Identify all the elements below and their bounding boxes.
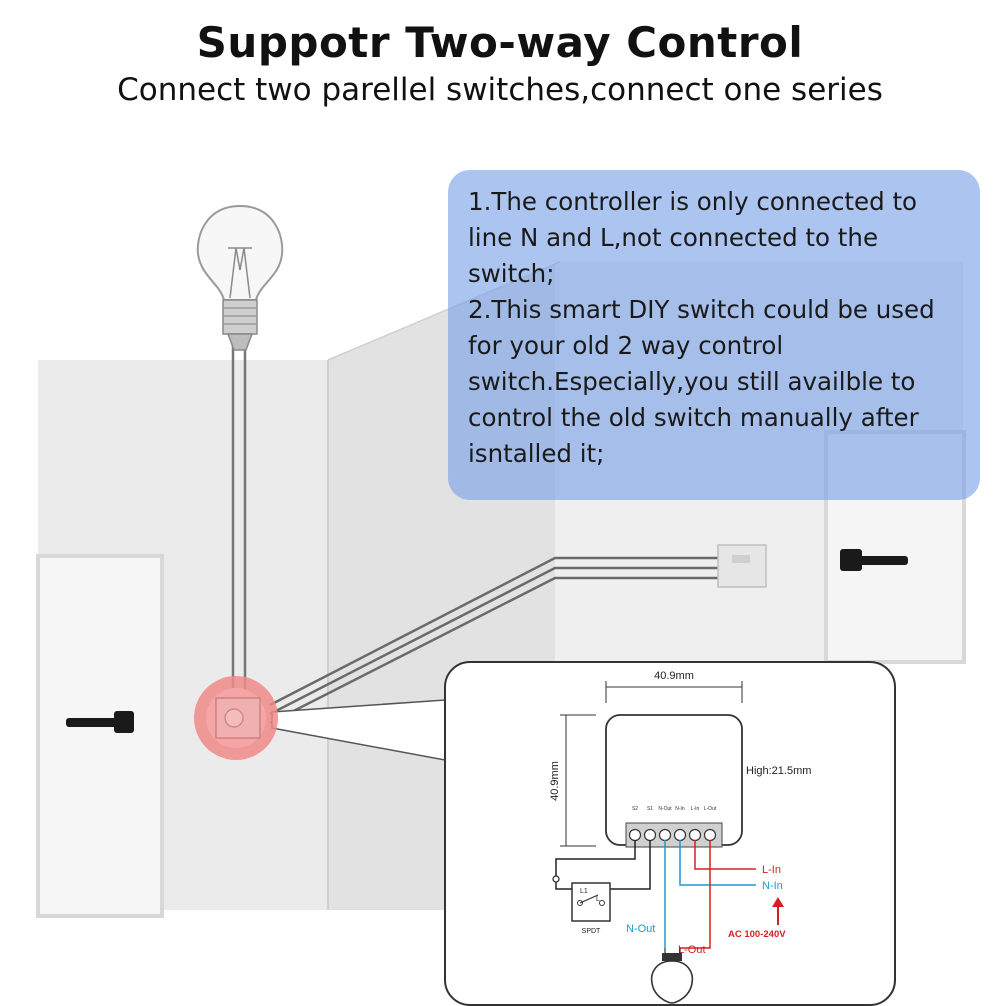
page-subtitle: Connect two parellel switches,connect on…	[117, 72, 883, 108]
width-label: 40.9mm	[654, 670, 694, 682]
ac-voltage-label: AC 100-240V	[728, 929, 786, 940]
l-out-label: L-Out	[678, 944, 706, 956]
info-note: 1.The controller is only connected to li…	[448, 170, 980, 500]
wall-switch	[717, 544, 767, 588]
spdt-l1: L1	[580, 888, 588, 895]
bulb-wire	[231, 345, 247, 690]
light-bulb-icon	[196, 204, 284, 351]
terminal-l-out: L-Out	[704, 806, 717, 812]
switch-wires	[269, 556, 720, 725]
depth-label: High:21.5mm	[746, 765, 811, 777]
n-out-label: N-Out	[626, 923, 655, 935]
terminal-n-in: N-In	[675, 806, 685, 812]
n-in-label: N-In	[762, 880, 783, 892]
right-door-handle	[840, 549, 908, 571]
wiring-diagram-panel: 40.9mm 40.9mm High:21.5mm S2 S1 N-Out N-…	[444, 661, 896, 1006]
note-line-1: 1.The controller is only connected to li…	[468, 187, 918, 288]
ac-arrow-icon	[772, 897, 784, 925]
note-line-2: 2.This smart DIY switch could be used fo…	[468, 295, 935, 468]
left-door-handle	[66, 711, 134, 733]
terminal-n-out: N-Out	[658, 806, 672, 812]
left-door	[36, 554, 164, 918]
terminal-s2: S2	[632, 806, 638, 812]
terminal-s1: S1	[647, 806, 653, 812]
terminal-l-in: L-In	[691, 806, 700, 812]
wiring-diagram: 40.9mm 40.9mm High:21.5mm S2 S1 N-Out N-…	[549, 670, 811, 1004]
spdt-l: L	[596, 896, 600, 903]
load-bulb-icon	[650, 948, 694, 1004]
spdt-label: SPDT	[582, 928, 601, 935]
smart-module	[194, 676, 278, 760]
page-title: Suppotr Two-way Control	[196, 18, 804, 67]
spdt-switch: L1 L	[571, 882, 611, 922]
l-in-label: L-In	[762, 864, 781, 876]
height-label: 40.9mm	[549, 761, 561, 801]
